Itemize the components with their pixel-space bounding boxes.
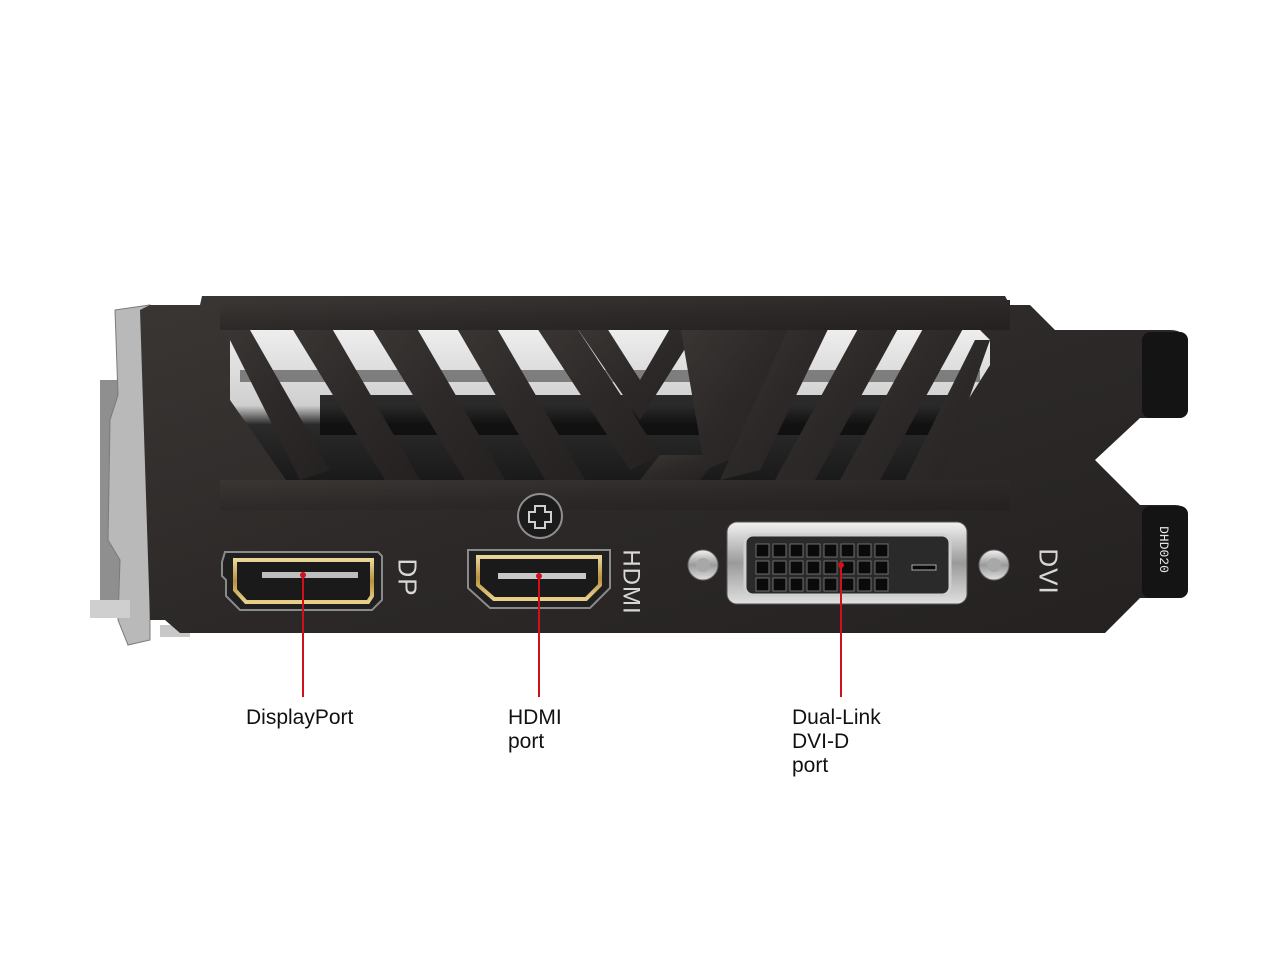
dvi-label: Dual-Link DVI-D port: [792, 706, 881, 777]
bracket-screw: [517, 493, 563, 539]
part-code-engraving: DHD020: [1155, 526, 1171, 573]
dvi-engraving: DVI: [1033, 548, 1064, 595]
hdmi-engraving: HDMI: [617, 549, 645, 615]
displayport-leader-line: [302, 575, 304, 697]
hdmi-leader-line: [538, 576, 540, 697]
dvi-leader-line: [840, 565, 842, 697]
left-flange: [90, 304, 190, 646]
displayport-label: DisplayPort: [246, 706, 354, 729]
dvi-connector: [687, 521, 1010, 605]
vent-grille: [220, 300, 1010, 510]
hdmi-label: HDMI port: [508, 706, 562, 753]
dp-engraving: DP: [392, 558, 423, 597]
